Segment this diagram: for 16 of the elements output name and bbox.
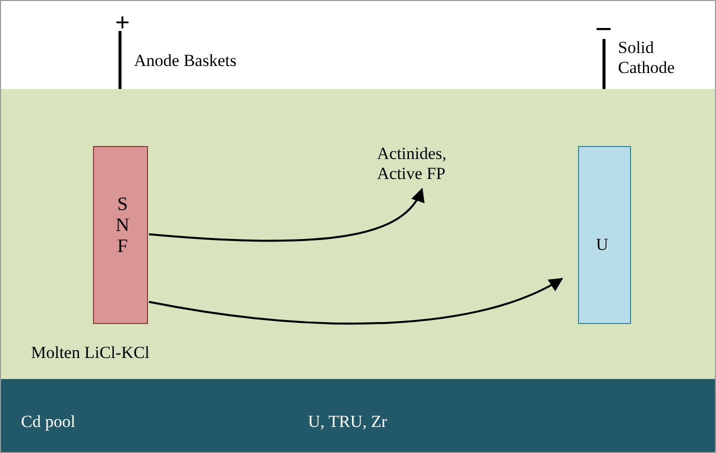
pool-contents-label: U, TRU, Zr <box>308 412 388 432</box>
anode-baskets-label: Anode Baskets <box>134 51 236 71</box>
solid-cathode-label: Solid Cathode <box>618 38 676 78</box>
arrow <box>148 188 423 242</box>
bath-label: Molten LiCl-KCl <box>31 343 150 363</box>
positive-terminal-sign: + <box>115 10 130 36</box>
molten-salt-bath <box>1 89 715 379</box>
cadmium-pool <box>1 379 715 452</box>
anode-label: SNF <box>114 195 130 258</box>
pool-label: Cd pool <box>21 412 76 432</box>
negative-terminal-sign: − <box>595 15 612 45</box>
cathode-label: U <box>596 235 608 255</box>
solid-cathode <box>578 146 631 324</box>
product-label: Actinides, Active FP <box>377 144 448 184</box>
arrow <box>148 278 564 325</box>
anode-basket <box>93 146 148 324</box>
